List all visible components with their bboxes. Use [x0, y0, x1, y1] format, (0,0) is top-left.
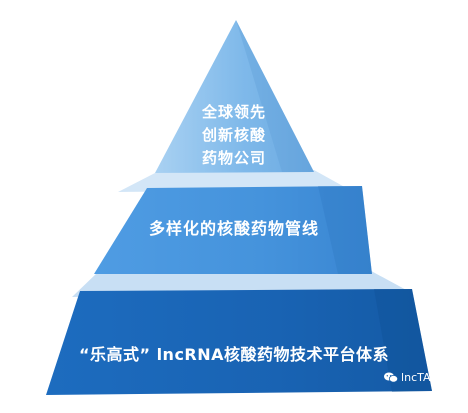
tier-top-line-2: 创新核酸	[201, 126, 266, 144]
tier-top-shape	[155, 20, 314, 173]
tier-middle-shape	[94, 186, 372, 274]
tier-middle-label: 多样化的核酸药物管线	[148, 219, 319, 238]
tier-middle-shadow	[318, 186, 372, 274]
tier-bottom-label: “乐高式” lncRNA核酸药物技术平台体系	[78, 345, 390, 364]
fold-ribbon-upper	[118, 170, 350, 192]
tier-bottom-shadow	[374, 289, 432, 392]
tier-top-line-1: 全球领先	[201, 103, 266, 121]
watermark: lncTAC	[384, 371, 438, 384]
watermark-text: lncTAC	[401, 371, 438, 384]
wechat-icon	[384, 372, 399, 383]
tier-top-line-3: 药物公司	[201, 149, 266, 167]
tier-bottom-shape	[46, 289, 432, 395]
tier-top-shadow	[236, 20, 314, 172]
